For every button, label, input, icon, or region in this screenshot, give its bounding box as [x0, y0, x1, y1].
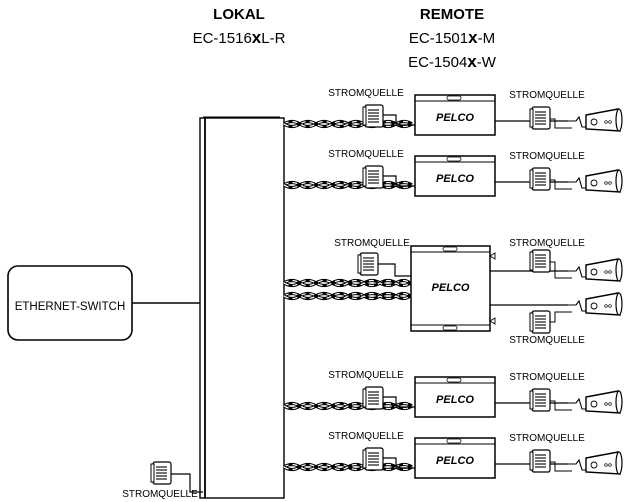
pelco-logo: PELCO	[436, 394, 474, 406]
remote-model-2-variant: x	[467, 52, 477, 71]
ethernet-switch: ETHERNET-SWITCH	[7, 265, 133, 341]
power-supply-icon	[529, 249, 551, 273]
power-label: STROMQUELLE	[328, 88, 404, 99]
local-model: EC-1516xL-R	[193, 28, 286, 48]
local-model-prefix: EC-1516	[192, 30, 252, 47]
local-power-label: STROMQUELLE	[122, 489, 198, 500]
local-power-line	[171, 473, 203, 493]
power-supply-icon	[362, 104, 384, 128]
camera-icon	[568, 108, 623, 132]
camera-icon	[568, 258, 623, 282]
twisted-pair-cable-icon	[283, 180, 413, 190]
power-supply-icon	[150, 461, 172, 485]
remote-unit-small: PELCO STROMQUELLE STROMQUELLE	[283, 149, 623, 197]
power-supply-icon	[362, 165, 384, 189]
remote-unit-quad: PELCO STROMQUELLE STROMQUELLE STROMQUELLE	[283, 238, 623, 346]
twisted-pair-cable-icon	[283, 462, 413, 472]
switch-label: ETHERNET-SWITCH	[15, 301, 126, 313]
local-model-variant: x	[251, 28, 262, 47]
remote-model-1-variant: x	[468, 28, 478, 47]
remote-model-2-suffix: -W	[476, 54, 496, 71]
power-supply-icon	[529, 388, 551, 412]
power-supply-icon	[362, 386, 384, 410]
camera-icon	[568, 169, 623, 193]
twisted-pair-cable-icon	[283, 401, 413, 411]
power-label: STROMQUELLE	[509, 151, 585, 162]
power-label: STROMQUELLE	[328, 370, 404, 381]
power-label: STROMQUELLE	[509, 372, 585, 383]
remote-model-1: EC-1501x-M	[409, 28, 495, 48]
pelco-logo: PELCO	[436, 173, 474, 185]
camera-icon	[568, 292, 623, 316]
local-model-suffix: L-R	[261, 30, 286, 47]
camera-icon	[568, 390, 623, 414]
power-label: STROMQUELLE	[334, 238, 410, 249]
pelco-logo: PELCO	[432, 282, 470, 294]
remote-model-1-suffix: -M	[477, 30, 496, 47]
remote-unit-small: PELCO STROMQUELLE STROMQUELLE	[283, 431, 623, 479]
power-supply-icon	[529, 449, 551, 473]
power-supply-icon	[357, 252, 379, 276]
twisted-pair-cable-icon	[283, 278, 412, 288]
power-label: STROMQUELLE	[509, 433, 585, 444]
pelco-logo: PELCO	[436, 112, 474, 124]
power-supply-icon	[529, 106, 551, 130]
remote-title: REMOTE	[419, 6, 485, 23]
twisted-pair-cable-icon	[283, 291, 412, 301]
power-label: STROMQUELLE	[509, 90, 585, 101]
twisted-pair-cable-icon	[283, 119, 413, 129]
remote-model-1-prefix: EC-1501	[408, 30, 469, 47]
power-supply-icon	[529, 167, 551, 191]
power-supply-icon	[529, 310, 551, 334]
local-power-supply	[150, 461, 172, 485]
remote-unit-small: PELCO STROMQUELLE STROMQUELLE	[283, 370, 623, 418]
remote-model-2-prefix: EC-1504	[408, 54, 468, 71]
remote-model-2: EC-1504x-W	[408, 52, 496, 72]
power-label: STROMQUELLE	[509, 335, 585, 346]
camera-icon	[568, 451, 623, 475]
power-label: STROMQUELLE	[328, 149, 404, 160]
power-label: STROMQUELLE	[328, 431, 404, 442]
remote-unit-small: PELCO STROMQUELLE STROMQUELLE	[283, 88, 623, 136]
pelco-logo: PELCO	[436, 455, 474, 467]
power-supply-icon	[362, 447, 384, 471]
local-rack-unit	[199, 116, 285, 499]
local-title: LOKAL	[213, 6, 265, 23]
power-label: STROMQUELLE	[509, 238, 585, 249]
